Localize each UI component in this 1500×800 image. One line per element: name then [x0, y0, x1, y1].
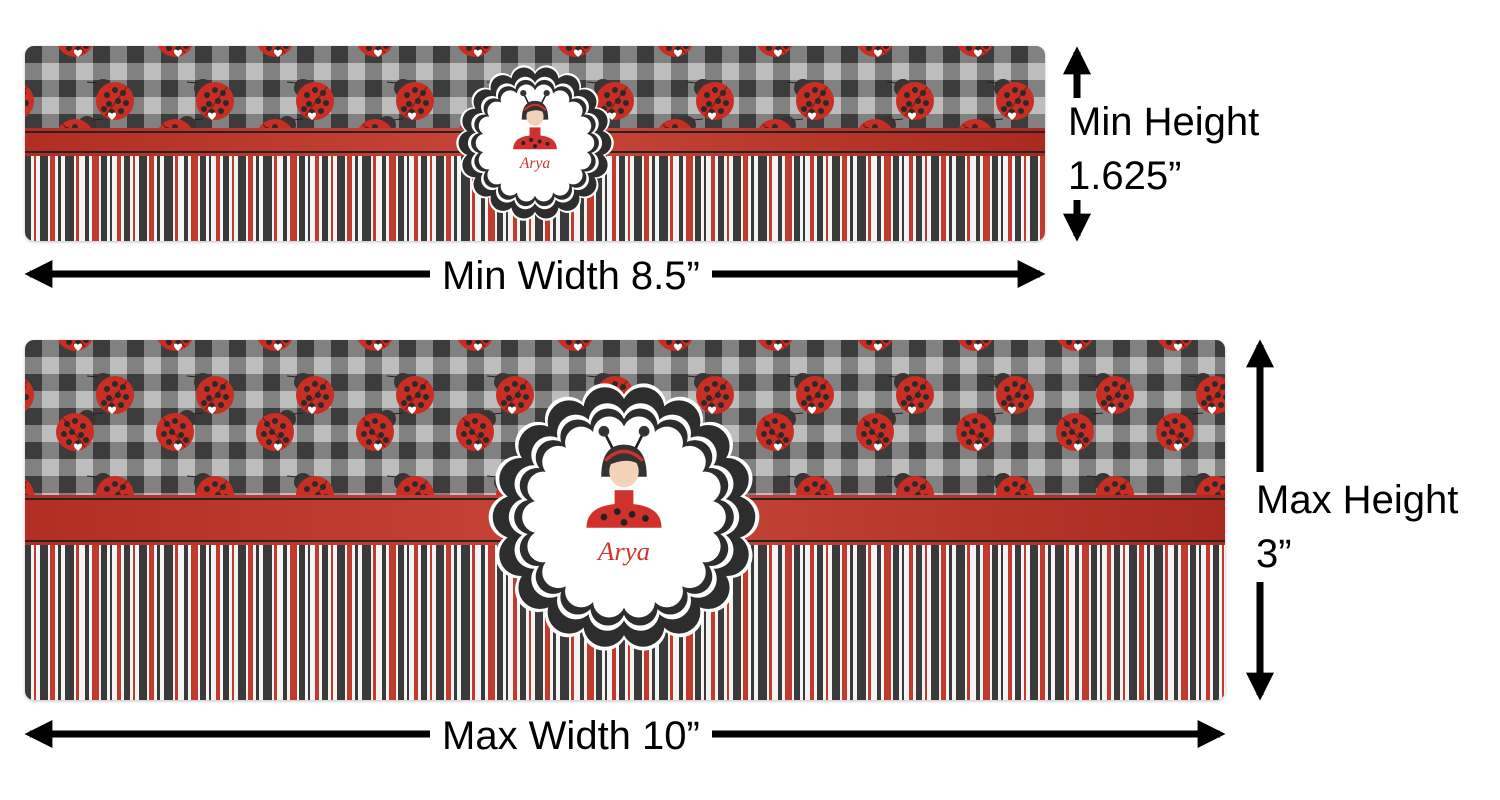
- ladybug-icon: [1057, 340, 1093, 351]
- ladybug-icon: [86, 79, 134, 120]
- ladybug-icon: [957, 46, 993, 57]
- ladybug-icon: [586, 79, 634, 120]
- max-height-label-title: Max Height: [1256, 478, 1459, 522]
- ladybug-icon: [457, 46, 493, 57]
- ladybug-icon: [786, 79, 834, 120]
- ladybug-icon: [357, 46, 393, 57]
- min-height-label-title: Min Height: [1068, 100, 1260, 144]
- ladybug-icon: [986, 79, 1034, 120]
- min-height-label-value: 1.625”: [1068, 154, 1182, 198]
- ladybug-icon: [657, 340, 693, 351]
- ladybug-icon: [1056, 410, 1104, 451]
- ladybug-icon: [986, 373, 1034, 414]
- ladybug-icon: [257, 340, 293, 351]
- min-banner-artwork: Arya: [25, 46, 1045, 241]
- personalized-name: Arya: [519, 155, 551, 172]
- ladybug-icon: [1086, 373, 1134, 414]
- ladybug-icon: [486, 373, 534, 414]
- min-size-banner: Arya: [25, 46, 1045, 241]
- ladybug-icon: [886, 373, 934, 414]
- ladybug-icon: [186, 79, 234, 120]
- max-height-label: Max Height 3”: [1256, 472, 1459, 582]
- ladybug-icon: [456, 410, 504, 451]
- ladybug-icon: [57, 340, 93, 351]
- ladybug-icon: [286, 373, 334, 414]
- ladybug-icon: [957, 340, 993, 351]
- max-size-banner: Arya: [25, 340, 1225, 700]
- personalized-name: Arya: [596, 536, 650, 566]
- ladybug-icon: [657, 46, 693, 57]
- girl-illustration: [513, 89, 557, 150]
- ladybug-icon: [756, 410, 804, 451]
- ladybug-icon: [1157, 340, 1193, 351]
- ladybug-icon: [386, 373, 434, 414]
- ladybug-icon: [356, 410, 404, 451]
- ladybug-icon: [757, 46, 793, 57]
- ladybug-icon: [86, 373, 134, 414]
- ladybug-icon: [256, 410, 304, 451]
- ladybug-icon: [1186, 373, 1225, 414]
- ladybug-icon: [257, 46, 293, 57]
- ladybug-icon: [457, 340, 493, 351]
- ladybug-icon: [1156, 410, 1204, 451]
- ladybug-icon: [157, 46, 193, 57]
- ladybug-icon: [886, 79, 934, 120]
- ladybug-icon: [786, 373, 834, 414]
- personalized-emblem: Arya: [488, 383, 760, 651]
- ladybug-icon: [157, 340, 193, 351]
- ladybug-icon: [386, 79, 434, 120]
- ladybug-icon: [286, 79, 334, 120]
- ladybug-icon: [686, 373, 734, 414]
- girl-illustration: [586, 425, 662, 528]
- ladybug-icon: [57, 46, 93, 57]
- ladybug-icon: [757, 340, 793, 351]
- ladybug-icon: [557, 340, 593, 351]
- max-banner-artwork: Arya: [25, 340, 1225, 700]
- ladybug-icon: [357, 340, 393, 351]
- min-height-label: Min Height 1.625”: [1068, 98, 1260, 200]
- personalized-emblem: Arya: [456, 65, 614, 221]
- max-height-label-value: 3”: [1256, 532, 1292, 576]
- ladybug-icon: [686, 79, 734, 120]
- ladybug-icon: [557, 46, 593, 57]
- ladybug-icon: [857, 340, 893, 351]
- ladybug-icon: [56, 410, 104, 451]
- ladybug-icon: [156, 410, 204, 451]
- ladybug-icon: [856, 410, 904, 451]
- max-width-label: Max Width 10”: [430, 716, 712, 756]
- min-width-label: Min Width 8.5”: [430, 256, 712, 296]
- ladybug-icon: [956, 410, 1004, 451]
- ladybug-icon: [186, 373, 234, 414]
- ladybug-icon: [857, 46, 893, 57]
- ladybug-icon: [25, 84, 34, 118]
- ladybug-icon: [25, 378, 34, 412]
